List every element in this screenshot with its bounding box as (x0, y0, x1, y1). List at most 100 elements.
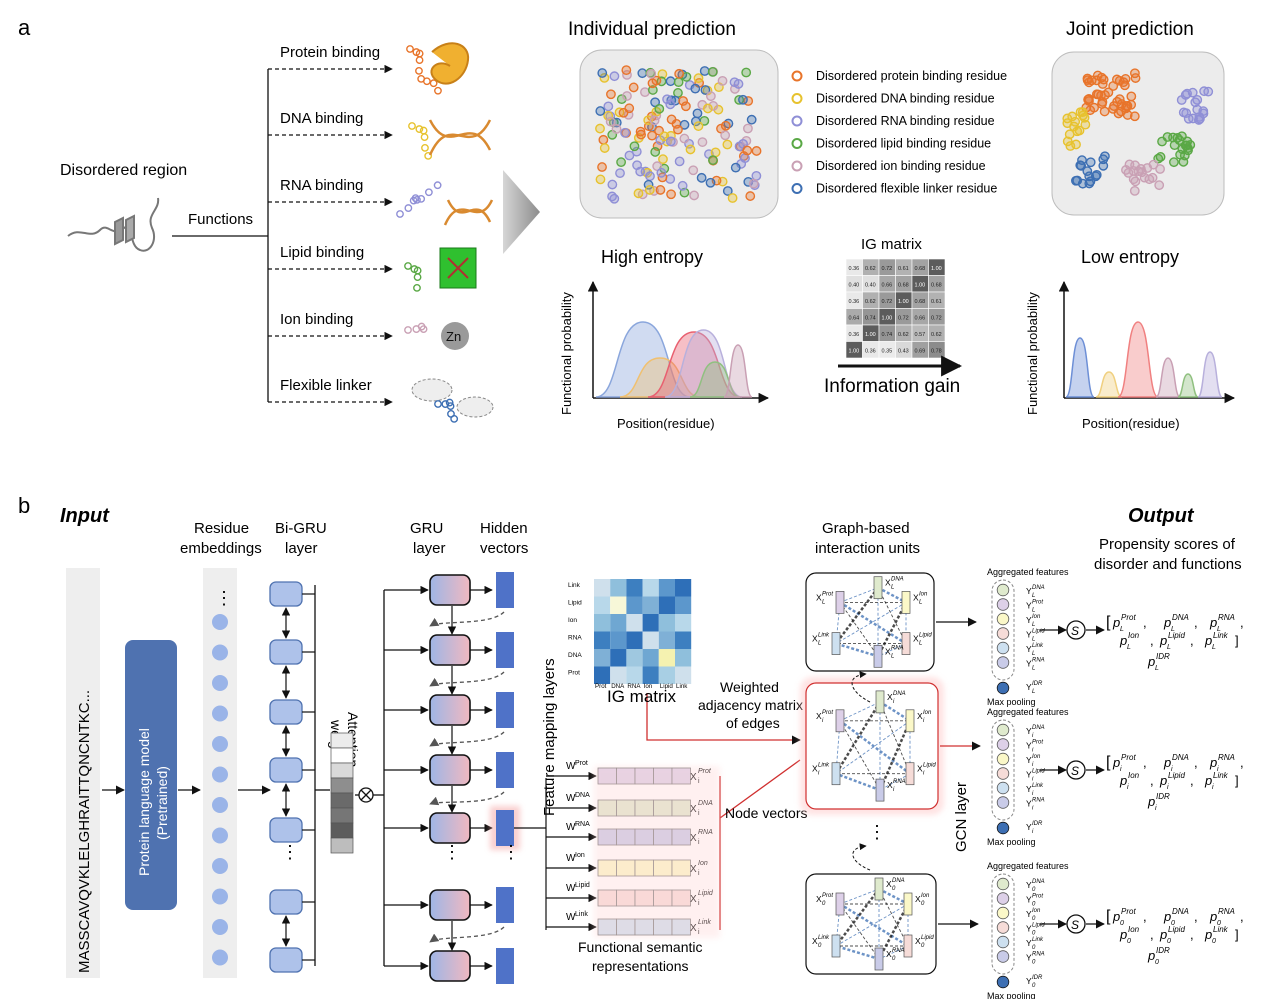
residue-point (1128, 174, 1139, 185)
score-sub: i (1127, 784, 1129, 791)
residue-point (1121, 165, 1131, 175)
residue-point (1092, 70, 1103, 81)
score-symbol: p (1159, 773, 1167, 788)
residue-point (677, 180, 688, 191)
graph-node-sub: L (891, 653, 894, 659)
gru-recurrent-link (429, 791, 505, 806)
score-symbol: p (1119, 773, 1127, 788)
aggregated-features-label: Aggregated features (987, 567, 1069, 577)
aggregated-sup: DNA (1032, 879, 1045, 885)
residue-point (1098, 160, 1109, 171)
gru-cell (429, 574, 471, 606)
residue-point (647, 85, 658, 95)
graph-edge (835, 720, 911, 775)
residue-bead (415, 56, 424, 64)
aggregated-sup: Lipid (1032, 629, 1045, 635)
score-sub: 0 (1212, 938, 1216, 945)
aggregated-node (996, 723, 1010, 737)
embedding-dot (212, 736, 228, 752)
graph-node-sup: Link (818, 763, 830, 769)
ig-cell-value: 0.61 (931, 299, 942, 305)
aggregated-label: Y (1026, 799, 1032, 809)
graph-node-sup: RNA (893, 779, 906, 785)
score-sup: DNA (1172, 613, 1189, 622)
residue-point (1121, 103, 1131, 114)
graph-node (874, 877, 884, 901)
sigmoid-symbol: S (1071, 764, 1079, 778)
aggregated-sub: 0 (1032, 931, 1036, 937)
residue-point (1169, 157, 1179, 168)
max-pooling-label: Max pooling (987, 837, 1036, 847)
dna-helix-icon (428, 119, 492, 156)
residue-point (665, 136, 676, 147)
residue-point (1136, 164, 1146, 174)
graph-node (901, 632, 911, 655)
residue-bead (415, 66, 423, 75)
residue-point (620, 127, 630, 138)
aggregated-sup: Prot (1032, 894, 1043, 900)
graph-edge (835, 642, 879, 658)
residue-point (678, 96, 689, 106)
graph-edge (876, 601, 908, 657)
score-sub: 0 (1167, 938, 1171, 945)
aggregated-label: Y (1026, 755, 1032, 765)
score-comma: ] (1235, 927, 1239, 942)
ig-cell-value: 0.78 (931, 349, 942, 355)
embedding-dot (212, 766, 228, 783)
embedding-dot (212, 797, 228, 813)
residue-point (1077, 155, 1087, 166)
joint-prediction-title: Joint prediction (1066, 19, 1194, 40)
graph-edge (839, 888, 880, 905)
rna-helix-icon (443, 199, 494, 226)
residue-point (693, 121, 704, 131)
score-comma: , (1143, 909, 1147, 924)
residue-point (657, 69, 668, 80)
residue-point (679, 133, 690, 144)
aggregated-node (996, 892, 1010, 905)
score-comma: , (1143, 615, 1147, 630)
weight-sup: DNA (575, 792, 590, 799)
gru-recurrent-link (429, 671, 505, 687)
bigru-cell (269, 757, 303, 783)
aggregated-sub: i (1032, 777, 1034, 783)
score-sub: 0 (1155, 959, 1159, 966)
graph-node-label: X (886, 949, 892, 959)
function-label: Flexible linker (280, 377, 372, 394)
score-sup: IDR (1156, 792, 1170, 801)
low-entropy-ylabel: Functional probability (1025, 292, 1040, 415)
graph-node-sup: Link (818, 633, 830, 639)
aggregated-features-label: Aggregated features (987, 707, 1069, 717)
gru-cell (429, 889, 471, 921)
graph-node (831, 934, 841, 958)
function-label: RNA binding (280, 177, 363, 194)
graph-node-sub: i (893, 787, 895, 793)
ig-cell-value: 0.64 (849, 316, 860, 322)
ig-heat-cell (610, 614, 627, 632)
legend-label: Disordered lipid binding residue (816, 137, 991, 151)
max-pooling-label: Max pooling (987, 697, 1036, 707)
residue-legend: Disordered protein binding residueDisord… (791, 69, 1007, 196)
score-symbol: p (1204, 927, 1212, 942)
sigmoid-symbol: S (1071, 624, 1079, 638)
hidden-vector (496, 948, 514, 984)
gru-recurrent-link (429, 611, 505, 627)
residue-bead (429, 79, 438, 88)
graph-edge (835, 602, 907, 644)
score-comma: , (1194, 909, 1198, 924)
ig-heat-cell (626, 649, 643, 667)
max-pool-node (996, 681, 1010, 695)
graph-edge (839, 903, 880, 960)
attention-cell (330, 807, 354, 824)
graph-node-label: X (915, 936, 921, 946)
residue-point (616, 157, 626, 168)
graph-node (835, 591, 845, 614)
aggregated-node (996, 598, 1010, 611)
score-sup: Prot (1121, 613, 1136, 622)
aggregated-sub: 0 (1032, 960, 1036, 966)
graph-edge (878, 945, 909, 960)
max-pooling-label: Max pooling (987, 991, 1036, 999)
score-comma: ] (1235, 633, 1239, 648)
aggregated-label: Y (1026, 880, 1032, 890)
